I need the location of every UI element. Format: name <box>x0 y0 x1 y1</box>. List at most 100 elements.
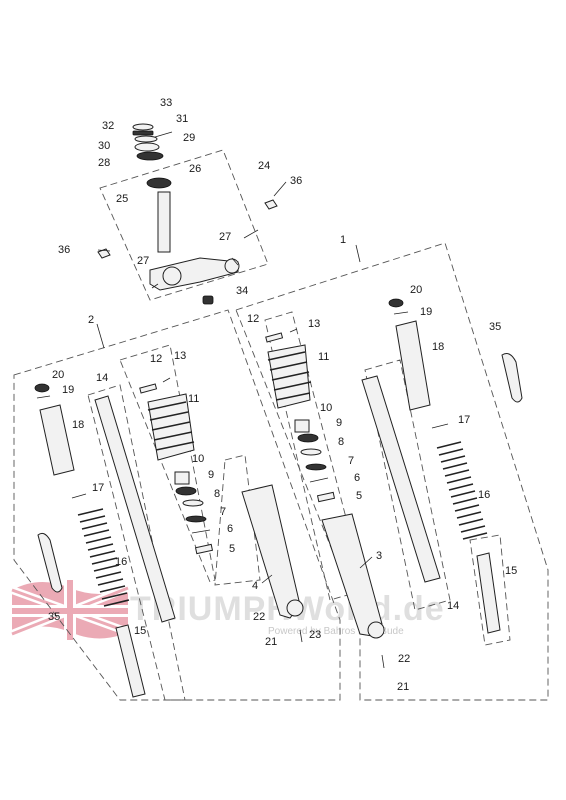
callout-27-left: 27 <box>137 255 149 267</box>
callout-21-right: 21 <box>397 681 409 693</box>
oring-19-left <box>36 395 51 399</box>
callout-6-left: 6 <box>227 523 233 535</box>
washer-6-right <box>309 477 329 483</box>
callout-28: 28 <box>98 157 110 169</box>
callout-36-left: 36 <box>58 244 70 256</box>
seal-10-left <box>174 471 190 485</box>
callout-35-left: 35 <box>48 611 60 623</box>
washer-32 <box>132 130 154 136</box>
callout-25: 25 <box>116 193 128 205</box>
bush-5-left <box>194 543 214 555</box>
bush-7-right <box>305 463 327 471</box>
washer-6-left <box>191 529 211 534</box>
clip-9-left <box>175 486 197 496</box>
callout-2: 2 <box>88 314 94 326</box>
callout-14-left-top: 14 <box>96 372 108 384</box>
callout-10-left: 10 <box>192 453 204 465</box>
callout-22-right: 22 <box>398 653 410 665</box>
callout-32: 32 <box>102 120 114 132</box>
washer-31 <box>134 135 158 143</box>
damper-rod-15-right <box>476 552 501 634</box>
callout-31: 31 <box>176 113 188 125</box>
axle-boss-4 <box>286 599 304 617</box>
washer-17-right <box>431 423 449 429</box>
callout-17-left: 17 <box>92 482 104 494</box>
right-fork-assembly <box>265 298 523 669</box>
callout-4: 4 <box>252 580 258 592</box>
callout-23: 23 <box>309 629 321 641</box>
callout-18-right: 18 <box>432 341 444 353</box>
plug-36-left <box>97 248 111 259</box>
callout-26: 26 <box>189 163 201 175</box>
guard-35-right <box>501 353 523 403</box>
callout-24: 24 <box>258 160 270 172</box>
callout-20-right: 20 <box>410 284 422 296</box>
seal-8-left <box>182 499 204 507</box>
axle-boss-3 <box>367 621 385 639</box>
nut-34 <box>202 295 214 305</box>
callout-8-right: 8 <box>338 436 344 448</box>
steering-stem-assembly <box>97 123 278 305</box>
callout-3: 3 <box>376 550 382 562</box>
bush-5-right <box>316 491 336 503</box>
callout-7-left: 7 <box>220 506 226 518</box>
bearing-26 <box>146 177 172 189</box>
seal-10-right <box>294 419 310 433</box>
guard-35-left <box>37 532 63 593</box>
callout-16-right: 16 <box>478 489 490 501</box>
bolt-21-right <box>381 654 385 669</box>
damper-rod-15-left <box>115 624 146 698</box>
bearing-28 <box>136 151 164 161</box>
callout-14-right: 14 <box>447 600 459 612</box>
callout-10-right: 10 <box>320 402 332 414</box>
screw-13-right <box>289 328 298 333</box>
callout-15-left: 15 <box>134 625 146 637</box>
nut-33 <box>132 123 154 131</box>
callout-11-right: 11 <box>318 351 329 363</box>
callout-21-left: 21 <box>265 636 277 648</box>
bolt-21-left <box>299 629 303 643</box>
bush-7-left <box>185 515 207 523</box>
callout-7-right: 7 <box>348 455 354 467</box>
callout-27-right: 27 <box>219 231 231 243</box>
callout-22-left: 22 <box>253 611 265 623</box>
cap-20-right <box>388 298 404 308</box>
inner-tube-14-right <box>361 375 441 583</box>
washer-17-left <box>71 493 87 499</box>
spacer-18-right <box>395 320 431 411</box>
callout-15-right: 15 <box>505 565 517 577</box>
callout-12-right: 12 <box>247 313 259 325</box>
callout-5-left: 5 <box>229 543 235 555</box>
callout-13-right: 13 <box>308 318 320 330</box>
left-fork-assembly <box>34 377 304 698</box>
callout-11-left: 11 <box>188 393 199 405</box>
leader-lines <box>96 131 373 584</box>
callout-8-left: 8 <box>214 488 220 500</box>
callout-6-right: 6 <box>354 472 360 484</box>
callout-5-right: 5 <box>356 490 362 502</box>
bottom-yoke-clamp-right <box>224 258 240 274</box>
callout-18-left: 18 <box>72 419 84 431</box>
callout-9-left: 9 <box>208 469 214 481</box>
spring-16-right <box>436 441 488 540</box>
callouts: 33 32 31 30 29 28 24 26 36 25 1 27 36 27… <box>48 97 517 693</box>
clip-9-right <box>297 433 319 443</box>
cap-20-left <box>34 383 50 393</box>
spacer-18-left <box>39 404 75 476</box>
callout-36-right: 36 <box>290 175 302 187</box>
callout-30: 30 <box>98 140 110 152</box>
seal-8-right <box>300 448 322 456</box>
callout-17-right: 17 <box>458 414 470 426</box>
callout-34: 34 <box>236 285 248 297</box>
callout-20-left: 20 <box>52 369 64 381</box>
screw-13-left <box>162 377 171 383</box>
callout-33: 33 <box>160 97 172 109</box>
callout-29: 29 <box>183 132 195 144</box>
stem-shaft-25 <box>157 191 171 253</box>
inner-tube-14-left <box>94 395 176 623</box>
oring-19-right <box>393 311 409 315</box>
callout-13-left: 13 <box>174 350 186 362</box>
callout-35-right: 35 <box>489 321 501 333</box>
callout-12-left: 12 <box>150 353 162 365</box>
plug-36-right <box>264 199 278 210</box>
